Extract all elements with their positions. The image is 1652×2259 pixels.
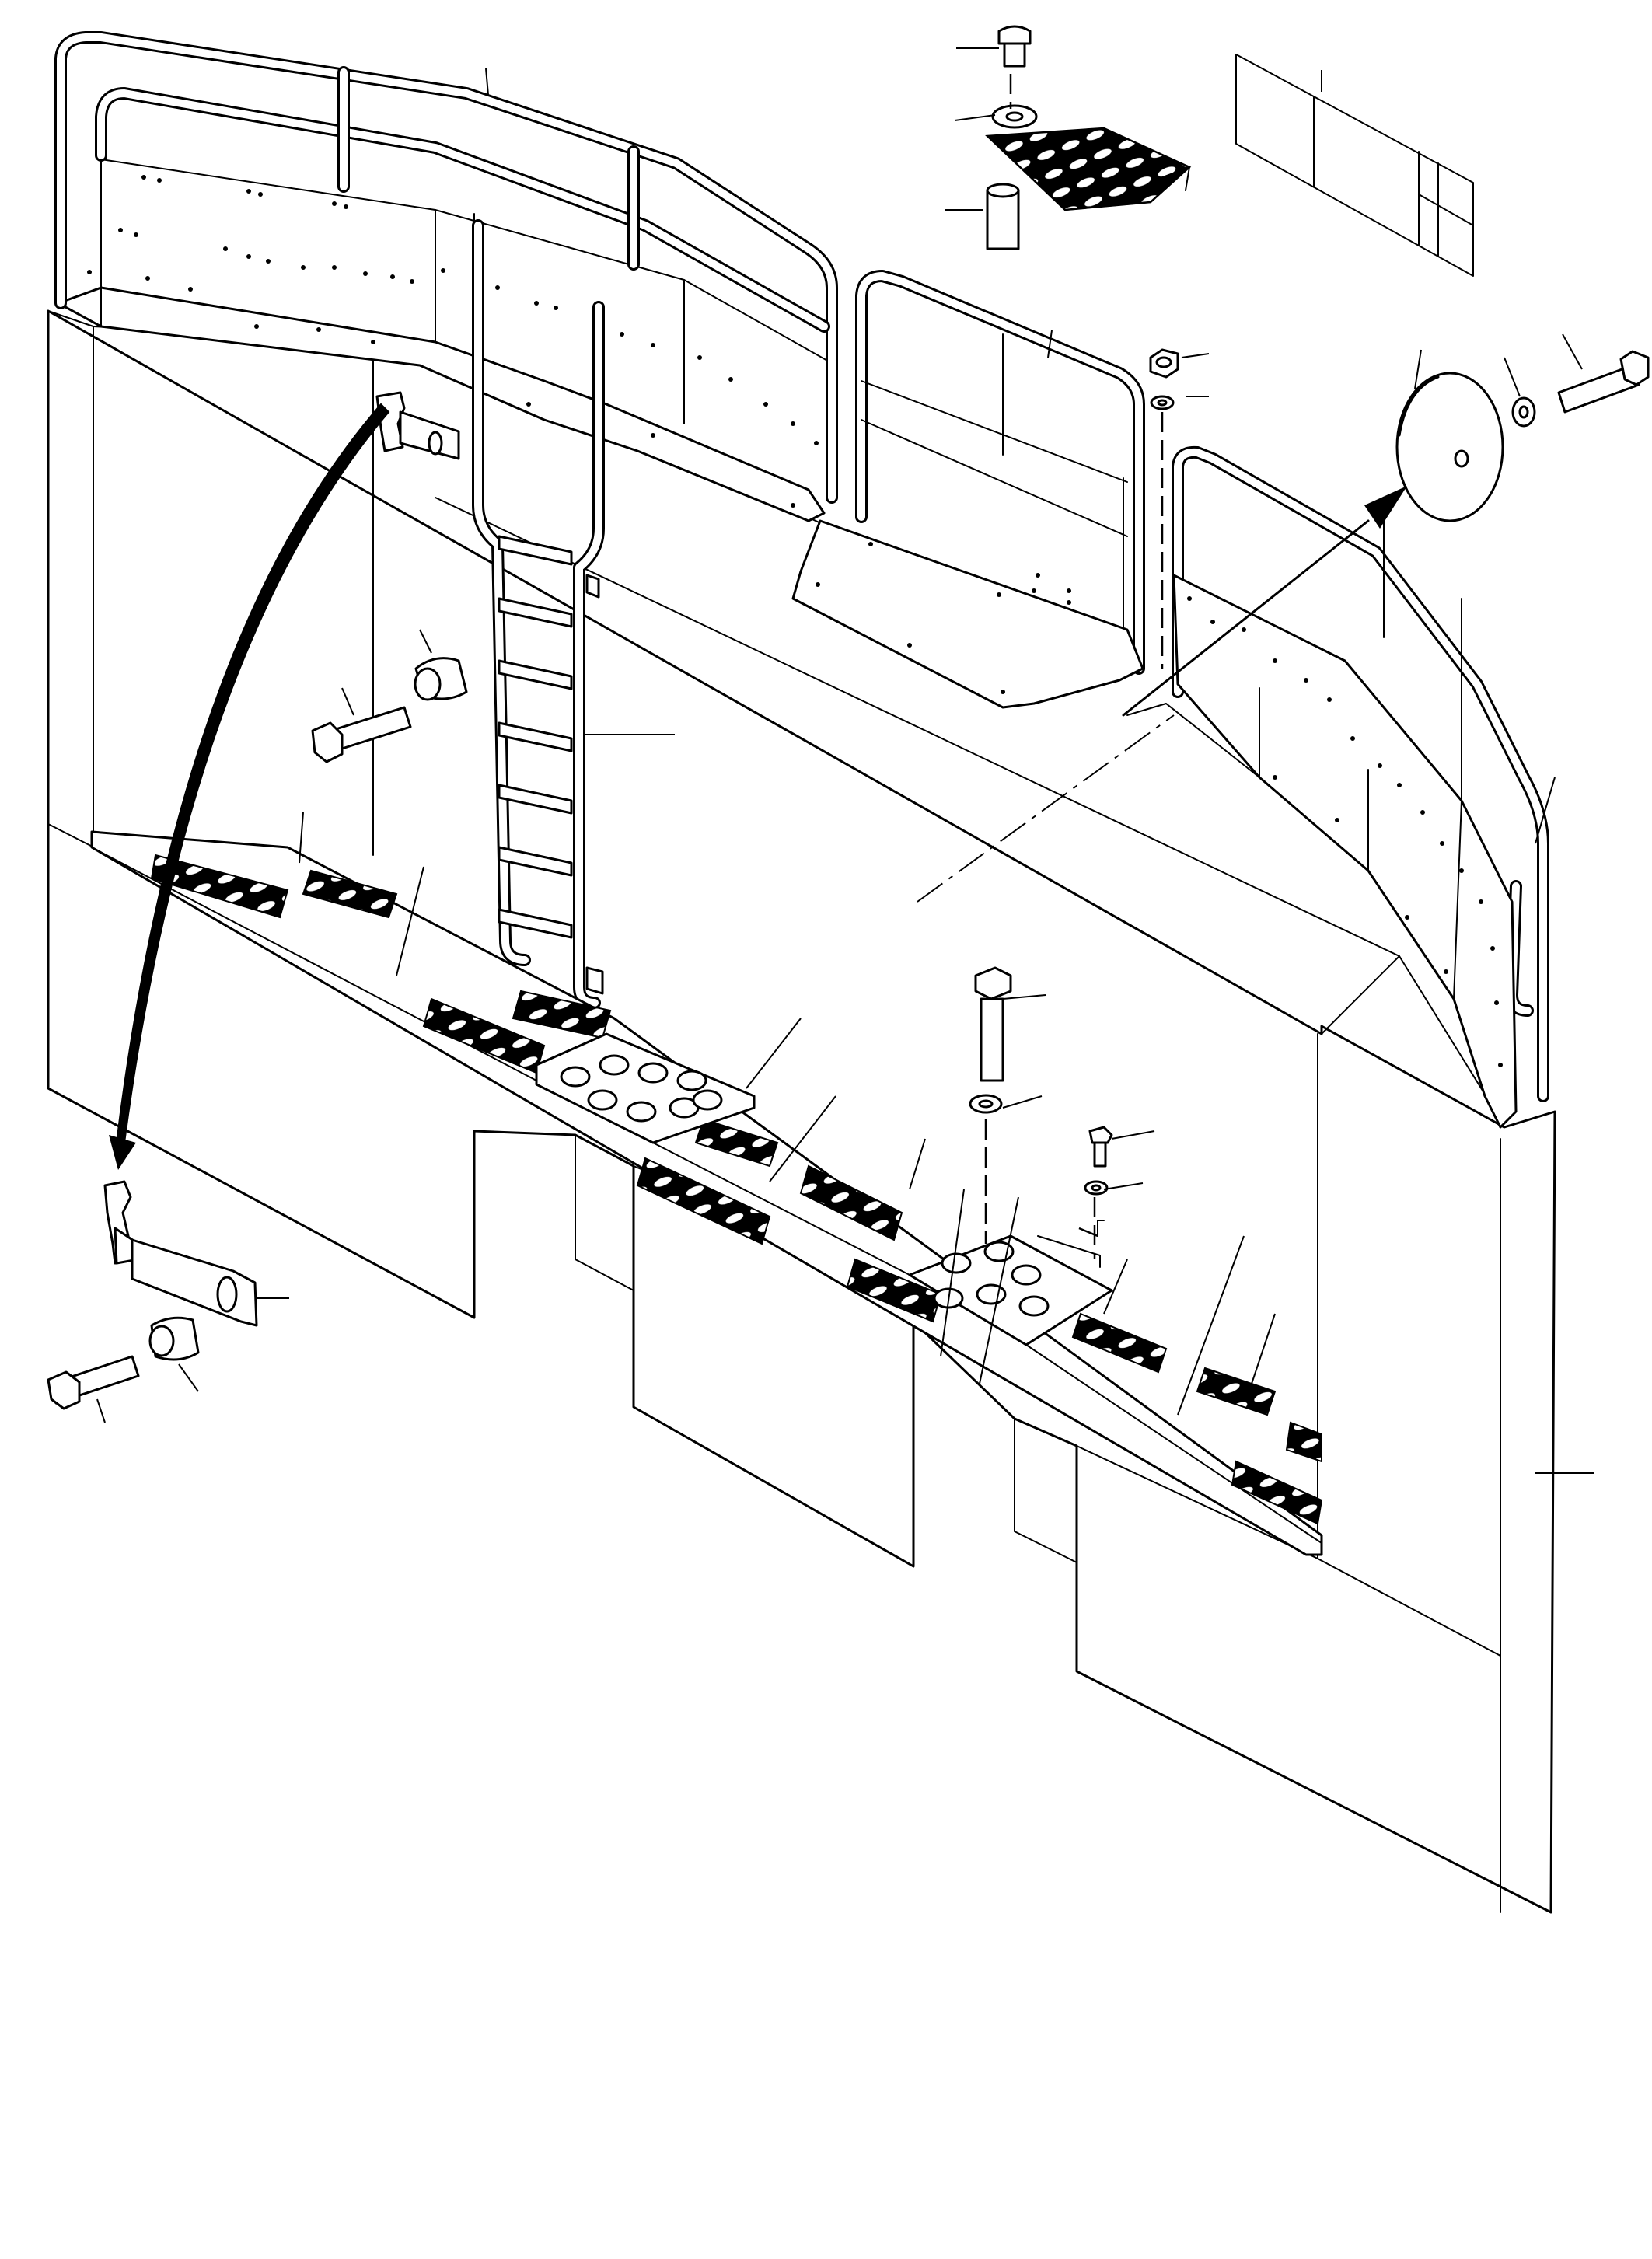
center-lines <box>917 74 1175 1268</box>
right-stair-guardrail <box>1126 445 1549 1129</box>
lower-walkway-grating <box>90 830 1323 1556</box>
titleblock-outline <box>1235 54 1474 277</box>
flat-head-screw <box>997 25 1650 414</box>
grating-tread-detail <box>985 127 1192 211</box>
grating-support-plate <box>535 1032 1113 1346</box>
explode-arrow-left <box>109 403 390 1170</box>
nut <box>1149 348 1179 379</box>
access-ladder <box>472 219 605 1009</box>
washer <box>969 104 1536 1196</box>
stair-rivets <box>1187 596 1503 1067</box>
latch-bracket-detail <box>103 391 460 1327</box>
circular-cover-disc <box>1395 372 1504 522</box>
ladder-mount-bracket <box>585 574 604 995</box>
lift-off-platform-plate <box>791 519 1144 709</box>
tank-body <box>47 309 1556 1914</box>
hex-bolt <box>47 706 1113 1410</box>
upper-handrail-guardrail <box>54 31 838 504</box>
ladder-rungs <box>498 535 573 939</box>
upper-walkway-platform <box>57 159 836 522</box>
spacer-sleeve <box>148 183 1020 1361</box>
middle-guardrail-section <box>855 270 1145 675</box>
explode-arrow-right <box>1122 486 1407 717</box>
callout-leaders <box>96 47 1594 1474</box>
